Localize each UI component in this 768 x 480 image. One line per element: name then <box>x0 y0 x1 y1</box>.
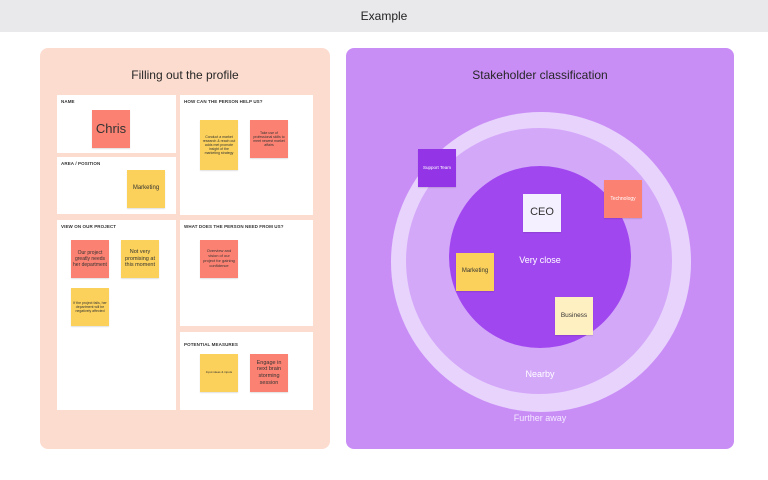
card-need-label: WHAT DOES THE PERSON NEED FROM US? <box>184 224 284 229</box>
sticky-note-help-1[interactable]: Conduct a market research & reach out ad… <box>200 120 238 170</box>
sticky-note-view-2[interactable]: Not very promising at this moment <box>121 240 159 278</box>
sticky-note-view-1[interactable]: Our project greatly needs her department <box>71 240 109 278</box>
sticky-note-support-team[interactable]: Support Team <box>418 149 456 187</box>
card-potential-measures[interactable]: POTENTIAL MEASURES Input ideas & inputs … <box>180 332 313 410</box>
card-what-need[interactable]: WHAT DOES THE PERSON NEED FROM US? Overv… <box>180 220 313 326</box>
card-help-label: HOW CAN THE PERSON HELP US? <box>184 99 263 104</box>
label-further-away: Further away <box>513 413 567 423</box>
top-bar: Example <box>0 0 768 32</box>
profile-panel[interactable]: Filling out the profile NAME Chris AREA … <box>40 48 330 449</box>
card-view-label: VIEW ON OUR PROJECT <box>61 224 117 229</box>
card-how-can-help[interactable]: HOW CAN THE PERSON HELP US? Conduct a ma… <box>180 95 313 215</box>
sticky-note-ceo[interactable]: CEO <box>523 194 561 232</box>
sticky-note-help-2[interactable]: Take use of professional skills to meet … <box>250 120 288 158</box>
card-name[interactable]: NAME Chris <box>57 95 176 153</box>
card-name-label: NAME <box>61 99 75 104</box>
card-area-label: AREA / POSITION <box>61 161 101 166</box>
sticky-note-chris[interactable]: Chris <box>92 110 130 148</box>
stakeholder-panel[interactable]: Stakeholder classification Very close Ne… <box>346 48 734 449</box>
sticky-note-measures-2[interactable]: Engage in next brain storming session <box>250 354 288 392</box>
board-title: Example <box>360 9 408 23</box>
sticky-note-view-3[interactable]: If the project fails, her department wil… <box>71 288 109 326</box>
sticky-note-need-1[interactable]: Overview and vision of our project for g… <box>200 240 238 278</box>
label-very-close: Very close <box>519 255 561 265</box>
label-nearby: Nearby <box>525 369 555 379</box>
profile-panel-title: Filling out the profile <box>131 68 239 82</box>
stakeholder-panel-title: Stakeholder classification <box>472 68 608 82</box>
card-area[interactable]: AREA / POSITION Marketing <box>57 157 176 214</box>
sticky-note-marketing-stakeholder[interactable]: Marketing <box>456 253 494 291</box>
card-view-on-project[interactable]: VIEW ON OUR PROJECT Our project greatly … <box>57 220 176 410</box>
sticky-note-marketing[interactable]: Marketing <box>127 170 165 208</box>
sticky-note-measures-1[interactable]: Input ideas & inputs <box>200 354 238 392</box>
sticky-note-business[interactable]: Business <box>555 297 593 335</box>
card-measures-label: POTENTIAL MEASURES <box>184 342 238 347</box>
sticky-note-technology[interactable]: Technology <box>604 180 642 218</box>
